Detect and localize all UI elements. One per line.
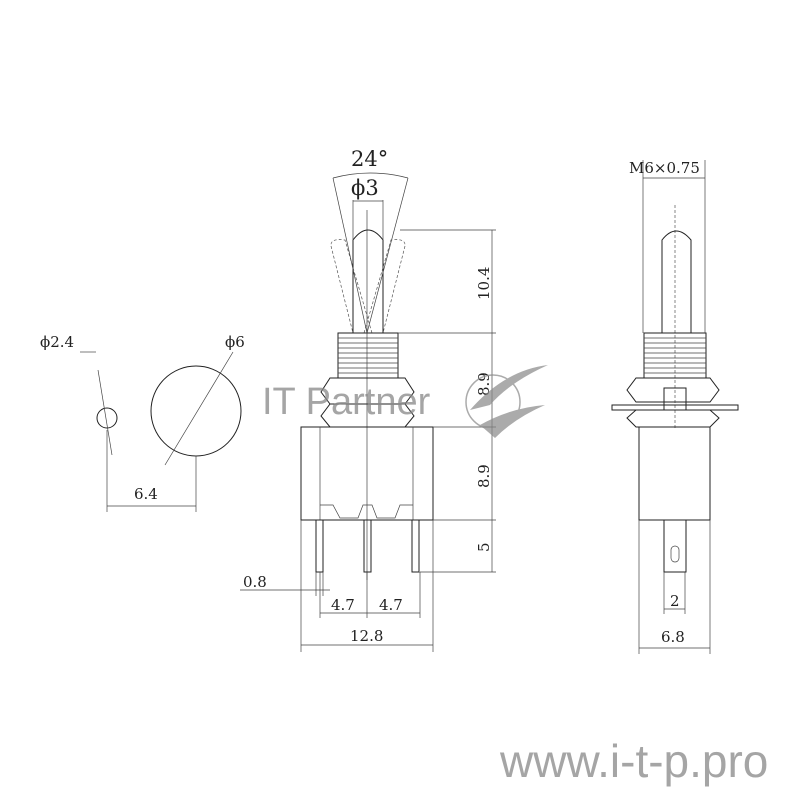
lever-diameter-label: ϕ3 <box>351 176 379 200</box>
vertical-dim-lines <box>398 229 496 573</box>
small-hole <box>96 407 118 429</box>
large-hole-leader <box>164 351 234 466</box>
pin-width-label: 0.8 <box>243 573 267 591</box>
large-hole-label: ϕ6 <box>225 333 245 351</box>
url-watermark: www.i-t-p.pro <box>499 735 768 787</box>
front-view: 10.4 8.9 8.9 5 0.8 4.7 4.7 12.8 24° ϕ3 <box>240 147 496 652</box>
lever-left-position <box>330 239 373 334</box>
pin-pitch-left-label: 4.7 <box>331 596 355 614</box>
lever-right-position <box>363 239 406 334</box>
side-body <box>638 426 711 521</box>
angle-arc <box>332 172 409 179</box>
large-hole <box>150 365 242 457</box>
pin-center <box>363 519 372 573</box>
side-pin-width-label: 2 <box>670 592 680 610</box>
watermark: IT Partner www.i-t-p.pro <box>262 365 768 787</box>
spacing-label: 6.4 <box>134 485 158 503</box>
pin-slot <box>670 545 680 563</box>
side-dim-lines <box>638 160 711 654</box>
pin-left <box>315 519 324 573</box>
side-lever <box>661 230 692 333</box>
side-pin <box>663 519 687 573</box>
lever-angle-label: 24° <box>351 147 388 171</box>
body-height-label: 8.9 <box>475 464 493 488</box>
thread-label: M6×0.75 <box>629 159 700 177</box>
small-hole-leader <box>97 369 113 456</box>
pin-length-label: 5 <box>475 542 493 552</box>
lever-height-label: 10.4 <box>475 267 493 300</box>
pin-pitch-right-label: 4.7 <box>379 596 403 614</box>
body-width-label: 12.8 <box>350 627 383 645</box>
brand-watermark: IT Partner <box>262 381 431 423</box>
horizontal-dim-lines <box>240 520 434 652</box>
body-depth-label: 6.8 <box>661 628 685 646</box>
small-hole-label: ϕ2.4 <box>40 333 74 351</box>
brand-logo <box>465 365 548 438</box>
lever <box>352 229 384 333</box>
pin-right <box>411 519 420 573</box>
panel-cutout: ϕ2.4 ϕ6 6.4 <box>40 333 245 512</box>
side-view: M6×0.75 2 6.8 <box>611 159 739 654</box>
bushing-thread <box>337 332 399 379</box>
